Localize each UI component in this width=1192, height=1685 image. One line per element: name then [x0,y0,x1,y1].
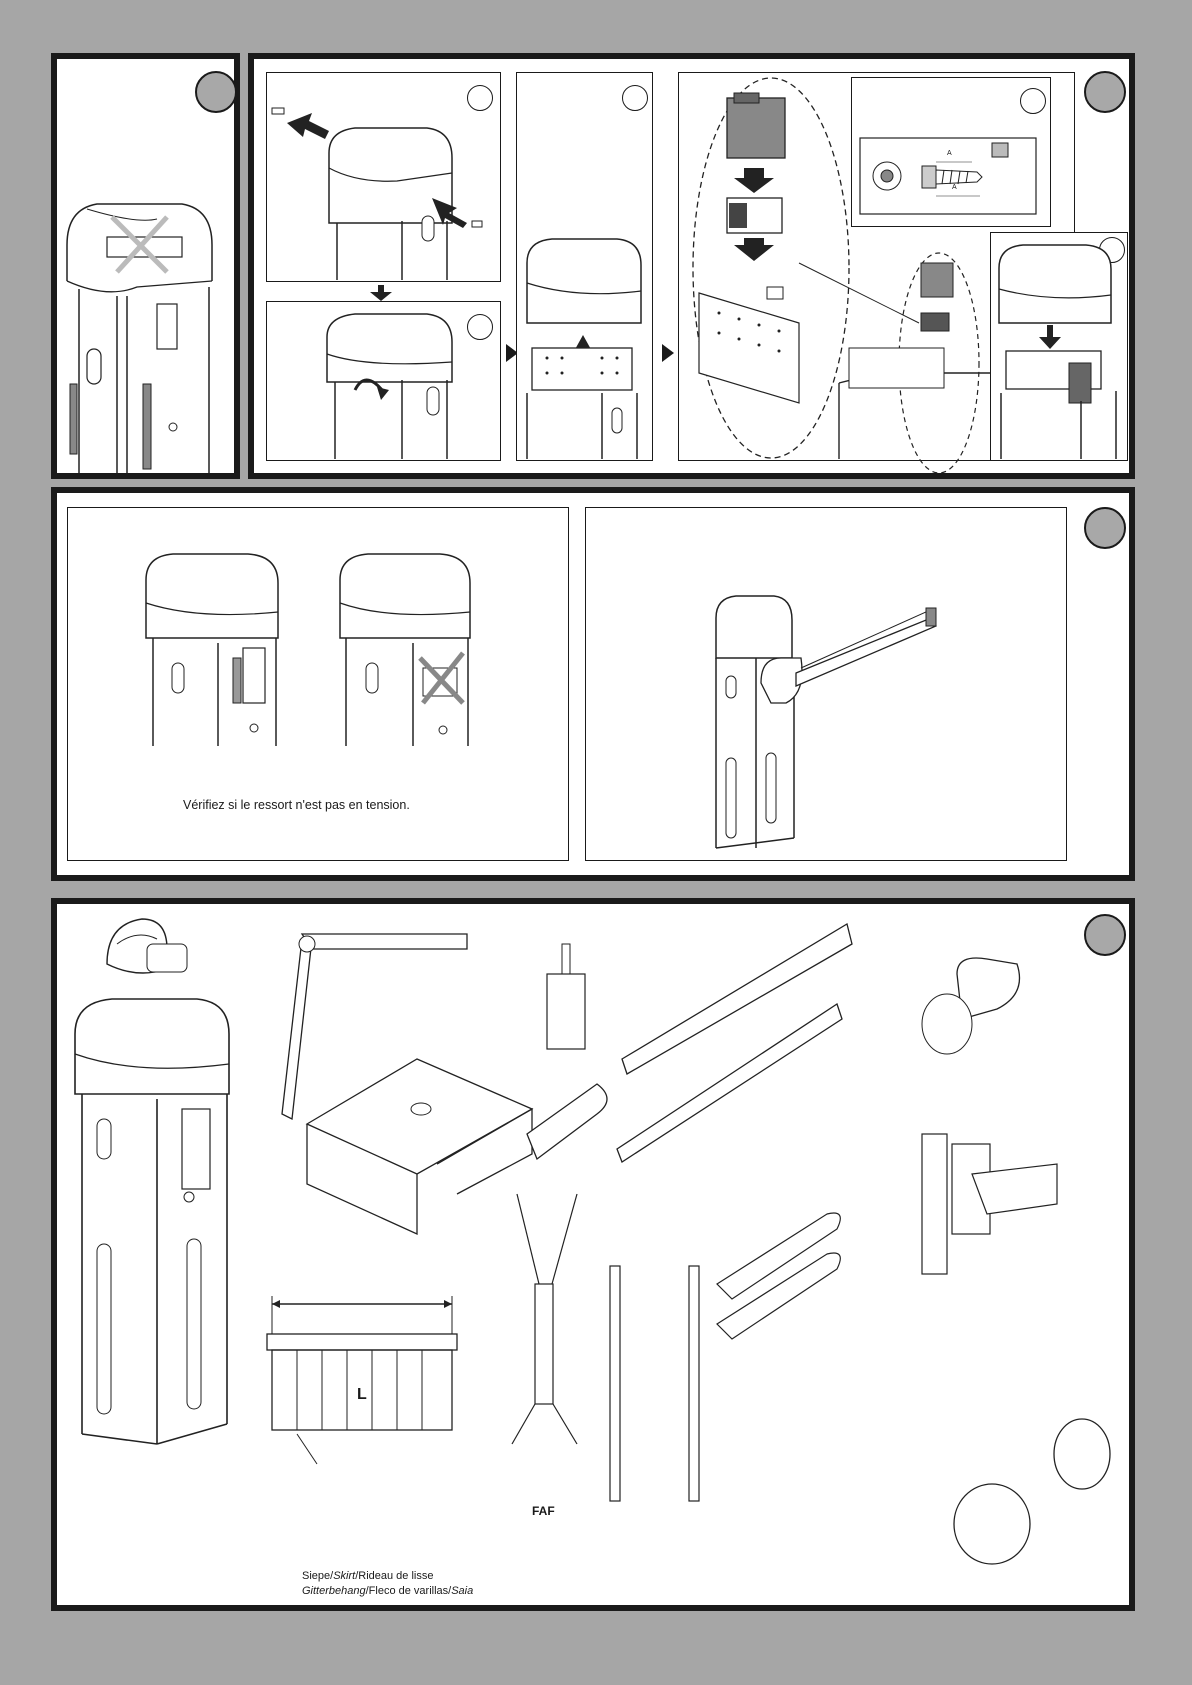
skirt-caption-line2: Gitterbehang/Fleco de varillas/Saia [302,1585,473,1597]
screw-dimension-label: A [952,184,957,191]
step-badge [1084,507,1126,549]
barrier-illustration-crossed [57,59,234,473]
unscrew-illustration [267,73,499,280]
lift-cover-illustration [517,73,651,459]
step-rotate [266,301,501,461]
base-plate-icon [307,1059,532,1234]
step-lift-cover [516,72,653,461]
panel-spring-removal [51,53,240,479]
panel-spring-check: Vérifiez si le ressort n'est pas en tens… [51,487,1135,881]
mobile-support-icon [717,1213,840,1339]
screw-dimension-label: A [947,150,952,157]
photocell-column-icon [922,958,1020,1054]
spring-check-box: Vérifiez si le ressort n'est pas en tens… [67,507,569,861]
panel-accessories: L FAF Siepe/Skirt/Rideau de lisse Gitter… [51,898,1135,1611]
flashing-lamp-icon [107,919,187,973]
step-reinstall-cover [990,232,1128,461]
key-switch-icon [954,1419,1110,1564]
rotate-illustration [267,302,499,459]
assembled-barrier-illustration [586,508,1064,858]
length-label: L [357,1386,367,1404]
control-box-icon [922,1134,1057,1274]
support-leg-icon [610,1266,699,1501]
fork-support-icon [547,944,585,1049]
skirt-icon [267,1296,457,1464]
step-unscrew [266,72,501,282]
faf-label: FAF [532,1504,555,1518]
assembled-barrier-box [585,507,1067,861]
barrier-cabinet-icon [75,999,229,1444]
step-badge [1084,71,1126,113]
accessories-illustrations [57,904,1129,1605]
next-arrow-icon [662,344,674,362]
panel-cover-removal: A A [248,53,1135,479]
skirt-caption-line1: Siepe/Skirt/Rideau de lisse [302,1570,433,1582]
screw-detail-inset: A A [851,77,1051,227]
reinstall-cover-illustration [991,233,1126,459]
spring-check-text: Vérifiez si le ressort n'est pas en tens… [183,798,410,812]
step-badge [1020,88,1046,114]
faf-foot-icon [512,1194,577,1444]
